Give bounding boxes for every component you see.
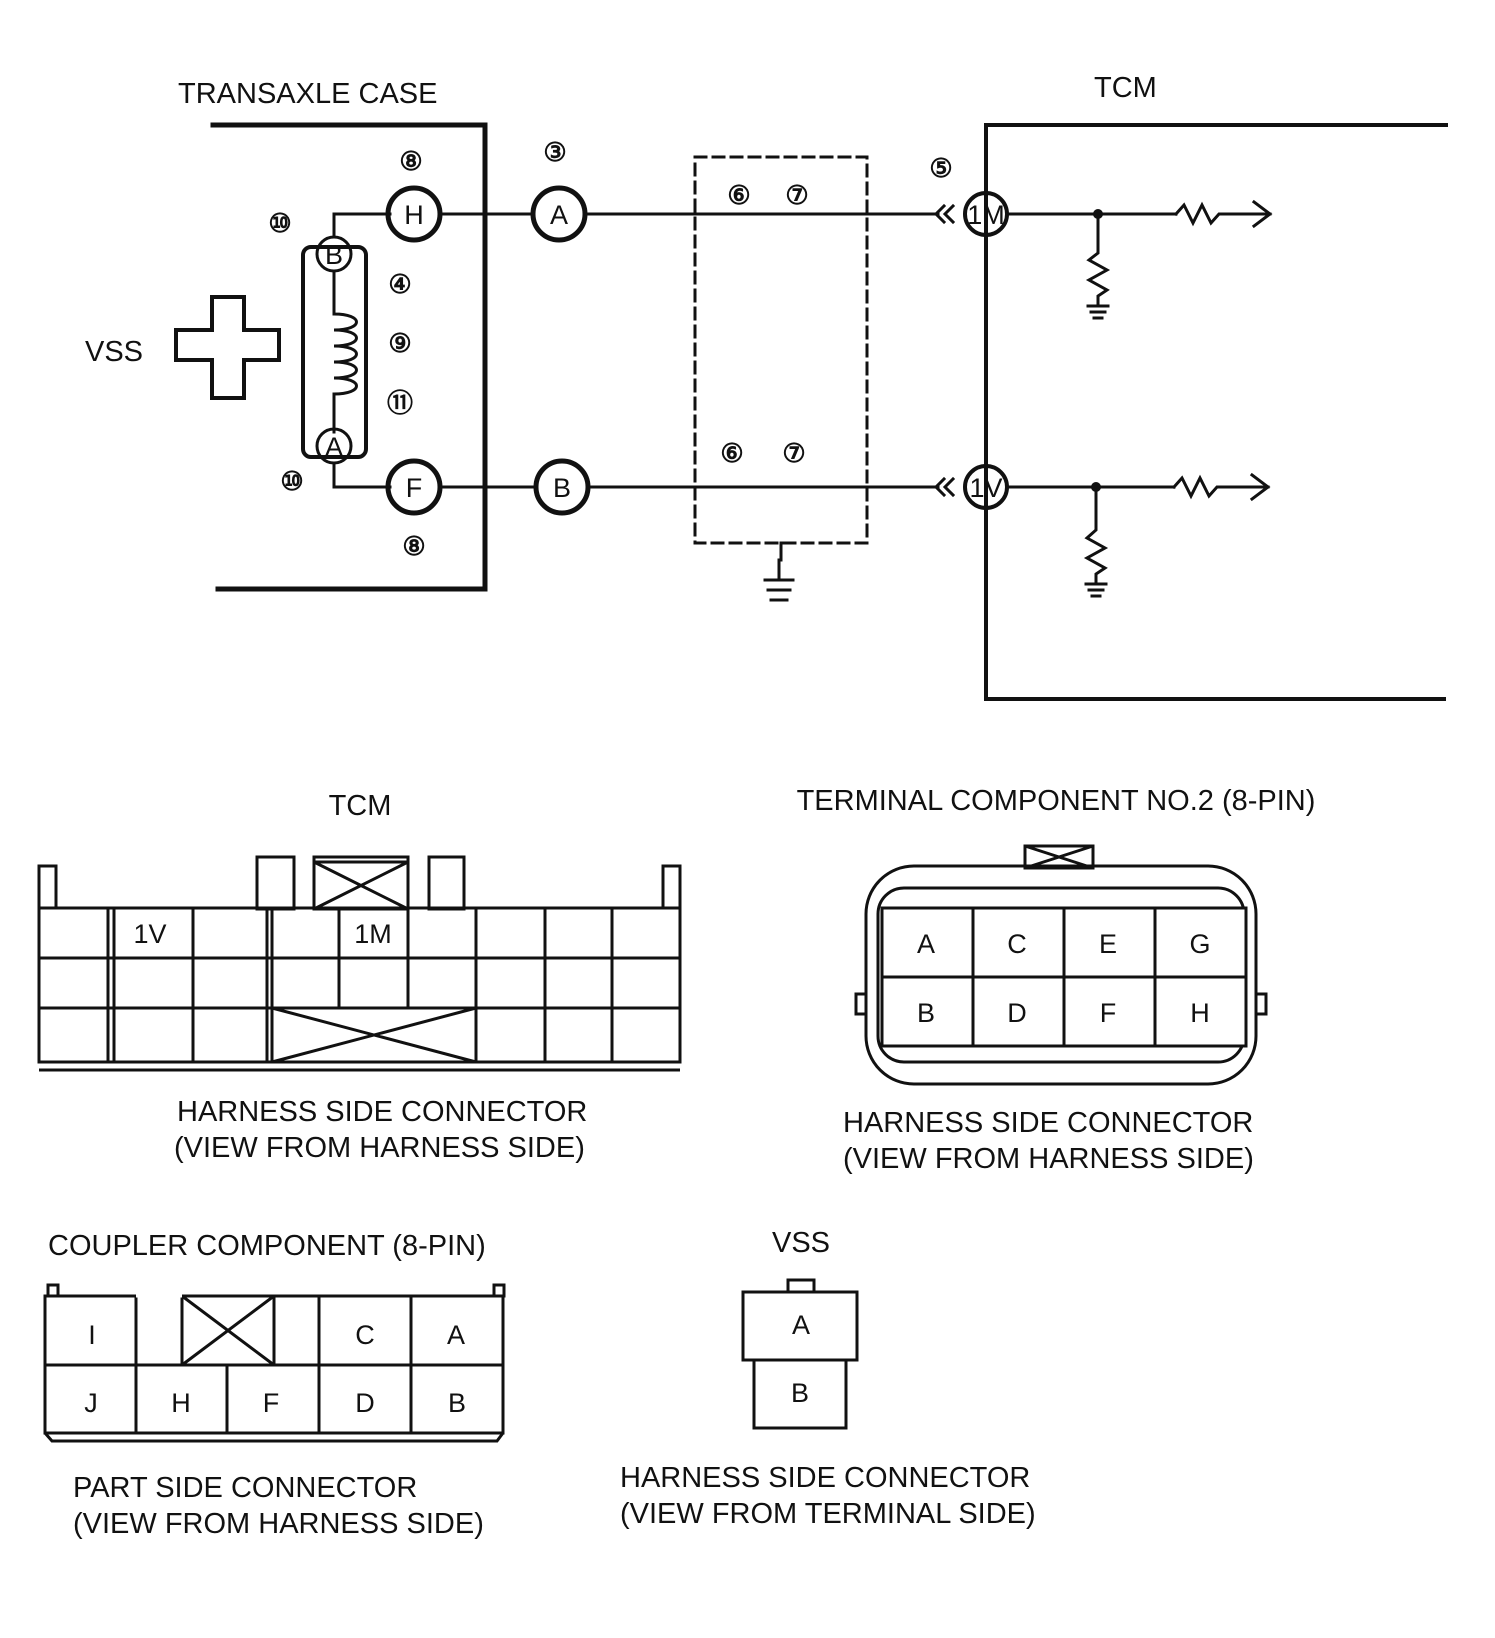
harness-terminal-b-label: B: [553, 473, 571, 503]
tcm-connector-title: TCM: [329, 790, 392, 822]
terminal-component-outer: [864, 864, 1258, 1086]
vss-label: VSS: [85, 336, 143, 368]
coupler-pin-i: I: [88, 1320, 96, 1350]
tcm-pin-1m: 1M: [354, 919, 392, 949]
schematic: TRANSAXLE CASE TCM VSS B A H F A B: [85, 72, 1448, 701]
tcm-terminal-1v-label: 1V: [969, 473, 1002, 503]
coupler-component-title: COUPLER COMPONENT (8-PIN): [48, 1230, 486, 1262]
step-marker-shield-top-1: ⑥: [727, 180, 750, 210]
tc-pin-a: A: [917, 929, 935, 959]
vss-sensor-body: [301, 245, 368, 459]
vss-pin-b: B: [791, 1378, 809, 1408]
coupler-pin-c: C: [355, 1320, 375, 1350]
tcm-pulldown-resistor-top: [1085, 212, 1111, 308]
tcm-series-resistor-bottom: [1171, 474, 1270, 500]
tc-pin-g: G: [1189, 929, 1210, 959]
terminal-component-caption-1: HARNESS SIDE CONNECTOR: [843, 1107, 1253, 1139]
vss-rotor-icon: [174, 295, 281, 400]
coupler-pin-j: J: [84, 1388, 98, 1418]
shield-box: [693, 155, 869, 545]
tcm-connector-arrow-top: [933, 203, 956, 225]
terminal-component-view: TERMINAL COMPONENT NO.2 (8-PIN) A C E G …: [797, 785, 1316, 1175]
coupler-pin-a: A: [447, 1320, 465, 1350]
step-marker-shield-top-2: ⑦: [785, 180, 808, 210]
coupler-pin-d: D: [355, 1388, 375, 1418]
tcm-connector-caption-2: (VIEW FROM HARNESS SIDE): [174, 1132, 585, 1164]
tcm-connector-caption-1: HARNESS SIDE CONNECTOR: [177, 1096, 587, 1128]
tc-pin-b: B: [917, 998, 935, 1028]
step-marker-harness: ③: [543, 137, 566, 167]
sensor-terminal-b-label: B: [325, 240, 343, 270]
shield-ground-icon: [763, 578, 795, 602]
tcm-connector-view: TCM 1V 1M HARNESS SIDE CONNECTOR (VIEW F…: [37, 790, 682, 1164]
harness-terminal-a-label: A: [550, 200, 568, 230]
vss-connector-view: VSS A B HARNESS SIDE CONNECTOR (VIEW FRO…: [620, 1227, 1036, 1530]
tc-pin-c: C: [1007, 929, 1027, 959]
coupler-caption-1: PART SIDE CONNECTOR: [73, 1472, 417, 1504]
vss-pin-a: A: [792, 1310, 810, 1340]
coupler-component-view: COUPLER COMPONENT (8-PIN) I C A J H F D …: [43, 1230, 506, 1540]
vss-connector-bottom: [752, 1358, 848, 1430]
tcm-series-resistor-top: [1173, 201, 1272, 227]
tcm-label: TCM: [1094, 72, 1157, 104]
wire-sensor-to-case-top: [332, 212, 392, 239]
tc-pin-f: F: [1100, 998, 1117, 1028]
tcm-box-outline: [984, 123, 1448, 701]
coupler-caption-2: (VIEW FROM HARNESS SIDE): [73, 1508, 484, 1540]
tc-pin-d: D: [1007, 998, 1027, 1028]
tcm-pulldown-resistor-bottom: [1083, 485, 1109, 586]
transaxle-case-outline: [210, 122, 488, 592]
step-marker-coil-3: ⑪: [387, 388, 413, 418]
terminal-component-caption-2: (VIEW FROM HARNESS SIDE): [843, 1143, 1254, 1175]
case-terminal-h-label: H: [404, 200, 424, 230]
step-marker-coil-2: ⑨: [388, 328, 411, 358]
tcm-arrow-bottom: [1249, 472, 1271, 502]
coupler-pin-b: B: [448, 1388, 466, 1418]
sensor-terminal-a-label: A: [325, 432, 343, 462]
case-terminal-f-label: F: [406, 473, 423, 503]
step-marker-tcm-connector: ⑤: [929, 153, 952, 183]
terminal-component-title: TERMINAL COMPONENT NO.2 (8-PIN): [797, 785, 1316, 817]
step-marker-shield-bottom-1: ⑥: [720, 438, 743, 468]
vss-coil: [332, 270, 358, 434]
tcm-ground-top-icon: [1086, 304, 1110, 320]
shield-ground-wire: [777, 541, 783, 579]
tcm-ground-bottom-icon: [1084, 582, 1108, 598]
transaxle-case-label: TRANSAXLE CASE: [178, 78, 437, 110]
tcm-connector-arrow-bottom: [933, 476, 956, 498]
step-marker-case-top: ⑧: [399, 146, 422, 176]
step-marker-case-bottom: ⑧: [402, 531, 425, 561]
tc-pin-h: H: [1190, 998, 1210, 1028]
vss-connector-caption-2: (VIEW FROM TERMINAL SIDE): [620, 1498, 1036, 1530]
wire-sensor-to-case-bottom: [332, 461, 392, 489]
tcm-pin-1v: 1V: [133, 919, 166, 949]
step-marker-shield-bottom-2: ⑦: [782, 438, 805, 468]
tcm-terminal-1m-label: 1M: [967, 200, 1005, 230]
tcm-arrow-top: [1251, 199, 1273, 229]
vss-connector-title: VSS: [772, 1227, 830, 1259]
coupler-pin-h: H: [171, 1388, 191, 1418]
step-marker-sensor-top: ⑩: [268, 208, 291, 238]
vss-connector-caption-1: HARNESS SIDE CONNECTOR: [620, 1462, 1030, 1494]
coupler-pin-f: F: [263, 1388, 280, 1418]
step-marker-sensor-bottom: ⑩: [280, 466, 303, 496]
step-marker-coil-1: ④: [388, 269, 411, 299]
tc-pin-e: E: [1099, 929, 1117, 959]
